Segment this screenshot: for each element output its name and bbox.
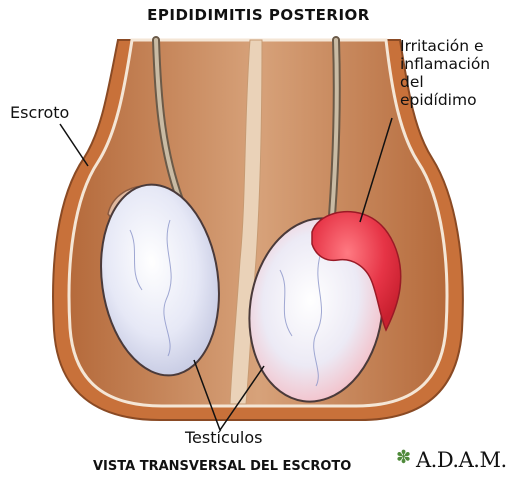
label-testiculos: Testículos <box>185 428 262 447</box>
adam-logo-icon: ✽ <box>396 447 411 468</box>
label-escroto: Escroto <box>10 103 69 122</box>
diagram-caption: VISTA TRANSVERSAL DEL ESCROTO <box>93 459 351 474</box>
escroto-leader <box>60 124 88 166</box>
adam-logo-text: A.D.A.M. <box>416 448 507 472</box>
diagram-title: EPIDIDIMITIS POSTERIOR <box>0 6 517 24</box>
label-inflamed-epididymis: Irritación e inflamación del epidídimo <box>400 37 490 109</box>
